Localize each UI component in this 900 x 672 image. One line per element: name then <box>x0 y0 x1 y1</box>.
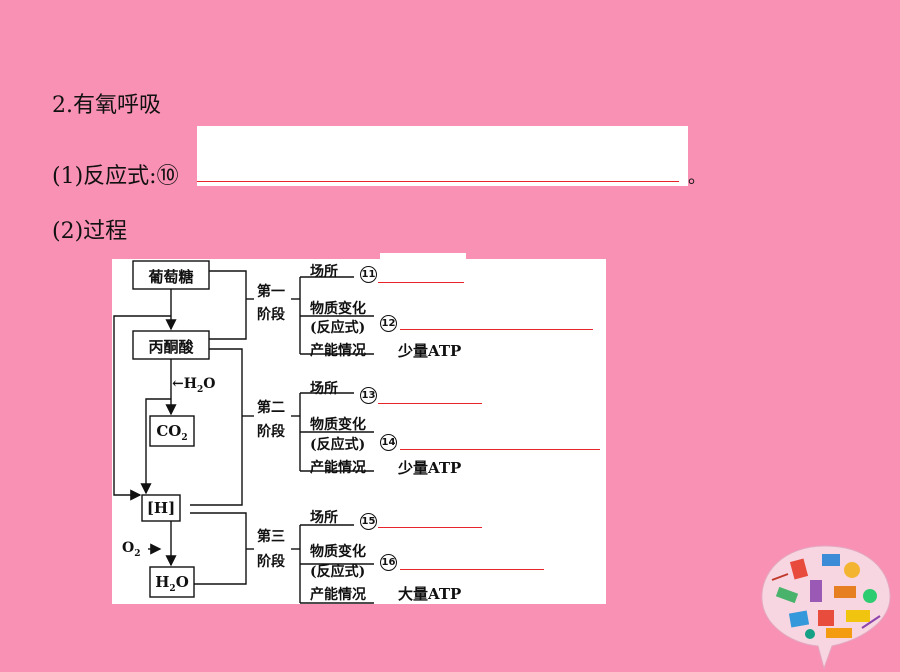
h2o-pre: H <box>155 573 170 591</box>
stage1-formula-number: 12 <box>380 315 397 332</box>
equation-number: ⑩ <box>156 164 179 189</box>
stage1-energy-value: 少量ATP <box>398 342 462 360</box>
water-input-text: ←H <box>172 376 197 392</box>
h2o-sub: 2 <box>169 584 176 594</box>
co2-box <box>149 415 195 447</box>
stage3-formula-number: 16 <box>380 554 397 571</box>
h2o-post: O <box>175 573 189 591</box>
stage2-energy-label: 产能情况 <box>310 460 366 476</box>
stage3-place-label: 场所 <box>310 510 338 526</box>
stage1-change-label: 物质变化 <box>310 301 366 317</box>
stage2-energy-value: 少量ATP <box>398 459 462 477</box>
stage1-energy-label: 产能情况 <box>310 343 366 359</box>
stage2-name-bottom: 阶段 <box>257 424 285 440</box>
stage3-energy-label: 产能情况 <box>310 587 366 603</box>
h2o-label: H2O <box>150 573 194 594</box>
co2-sub: 2 <box>181 433 188 443</box>
stage2-place-blank[interactable] <box>378 403 482 404</box>
equation-answer-line[interactable] <box>197 181 679 182</box>
oxygen-sub: 2 <box>134 548 141 559</box>
stage2-place-number: 13 <box>360 387 377 404</box>
h-box <box>141 494 181 522</box>
stage3-place-number: 15 <box>360 513 377 530</box>
stage3-change-label: 物质变化 <box>310 544 366 560</box>
stage2-change-label: 物质变化 <box>310 417 366 433</box>
water-input-sub: 2 <box>196 384 204 395</box>
stage1-place-label: 场所 <box>310 264 338 280</box>
stage3-name-bottom: 阶段 <box>257 554 285 570</box>
stage1-name-top: 第一 <box>257 284 285 300</box>
stage2-formula-label: (反应式) <box>310 437 366 453</box>
equation-label: (1)反应式:⑩ <box>52 158 179 190</box>
diagram-lines <box>113 260 374 604</box>
stage1-name-bottom: 阶段 <box>257 307 285 323</box>
decorative-balloon-icon <box>761 545 891 670</box>
stage3-name-top: 第三 <box>257 529 285 545</box>
stage1-formula-blank[interactable] <box>400 329 593 330</box>
stage3-place-blank[interactable] <box>378 527 482 528</box>
water-input-post: O <box>203 376 216 392</box>
stage1-place-number: 11 <box>360 266 377 283</box>
stage3-formula-label: (反应式) <box>310 564 366 580</box>
stage2-formula-number: 14 <box>380 434 397 451</box>
h2o-box <box>149 566 195 598</box>
stage1-formula-label: (反应式) <box>310 320 366 336</box>
oxygen-input: O2 <box>122 540 140 559</box>
stage3-formula-blank[interactable] <box>400 569 544 570</box>
section-title: 2.有氧呼吸 <box>52 93 161 118</box>
glucose-label: 葡萄糖 <box>148 268 194 286</box>
equation-label-text: (1)反应式: <box>52 164 157 189</box>
co2-label: CO2 <box>150 422 194 443</box>
stage1-place-blank-box <box>380 253 466 281</box>
process-label: (2)过程 <box>52 219 128 244</box>
stage2-place-label: 场所 <box>310 381 338 397</box>
oxygen-text: O <box>122 540 135 556</box>
respiration-diagram: 葡萄糖 丙酮酸 CO2 [H] H2O ←H2O O2 第一 阶段 第二 阶段 … <box>112 253 606 604</box>
stage2-name-top: 第二 <box>257 400 285 416</box>
water-input: ←H2O <box>172 376 215 395</box>
stage2-formula-blank[interactable] <box>400 449 600 450</box>
equation-blank-box <box>197 126 688 186</box>
equation-period: 。 <box>688 167 706 188</box>
h-label: [H] <box>146 499 176 517</box>
co2-text: CO <box>156 422 182 440</box>
pyruvate-label: 丙酮酸 <box>148 338 194 356</box>
stage1-place-blank[interactable] <box>378 282 464 283</box>
stage3-energy-value: 大量ATP <box>398 585 462 603</box>
